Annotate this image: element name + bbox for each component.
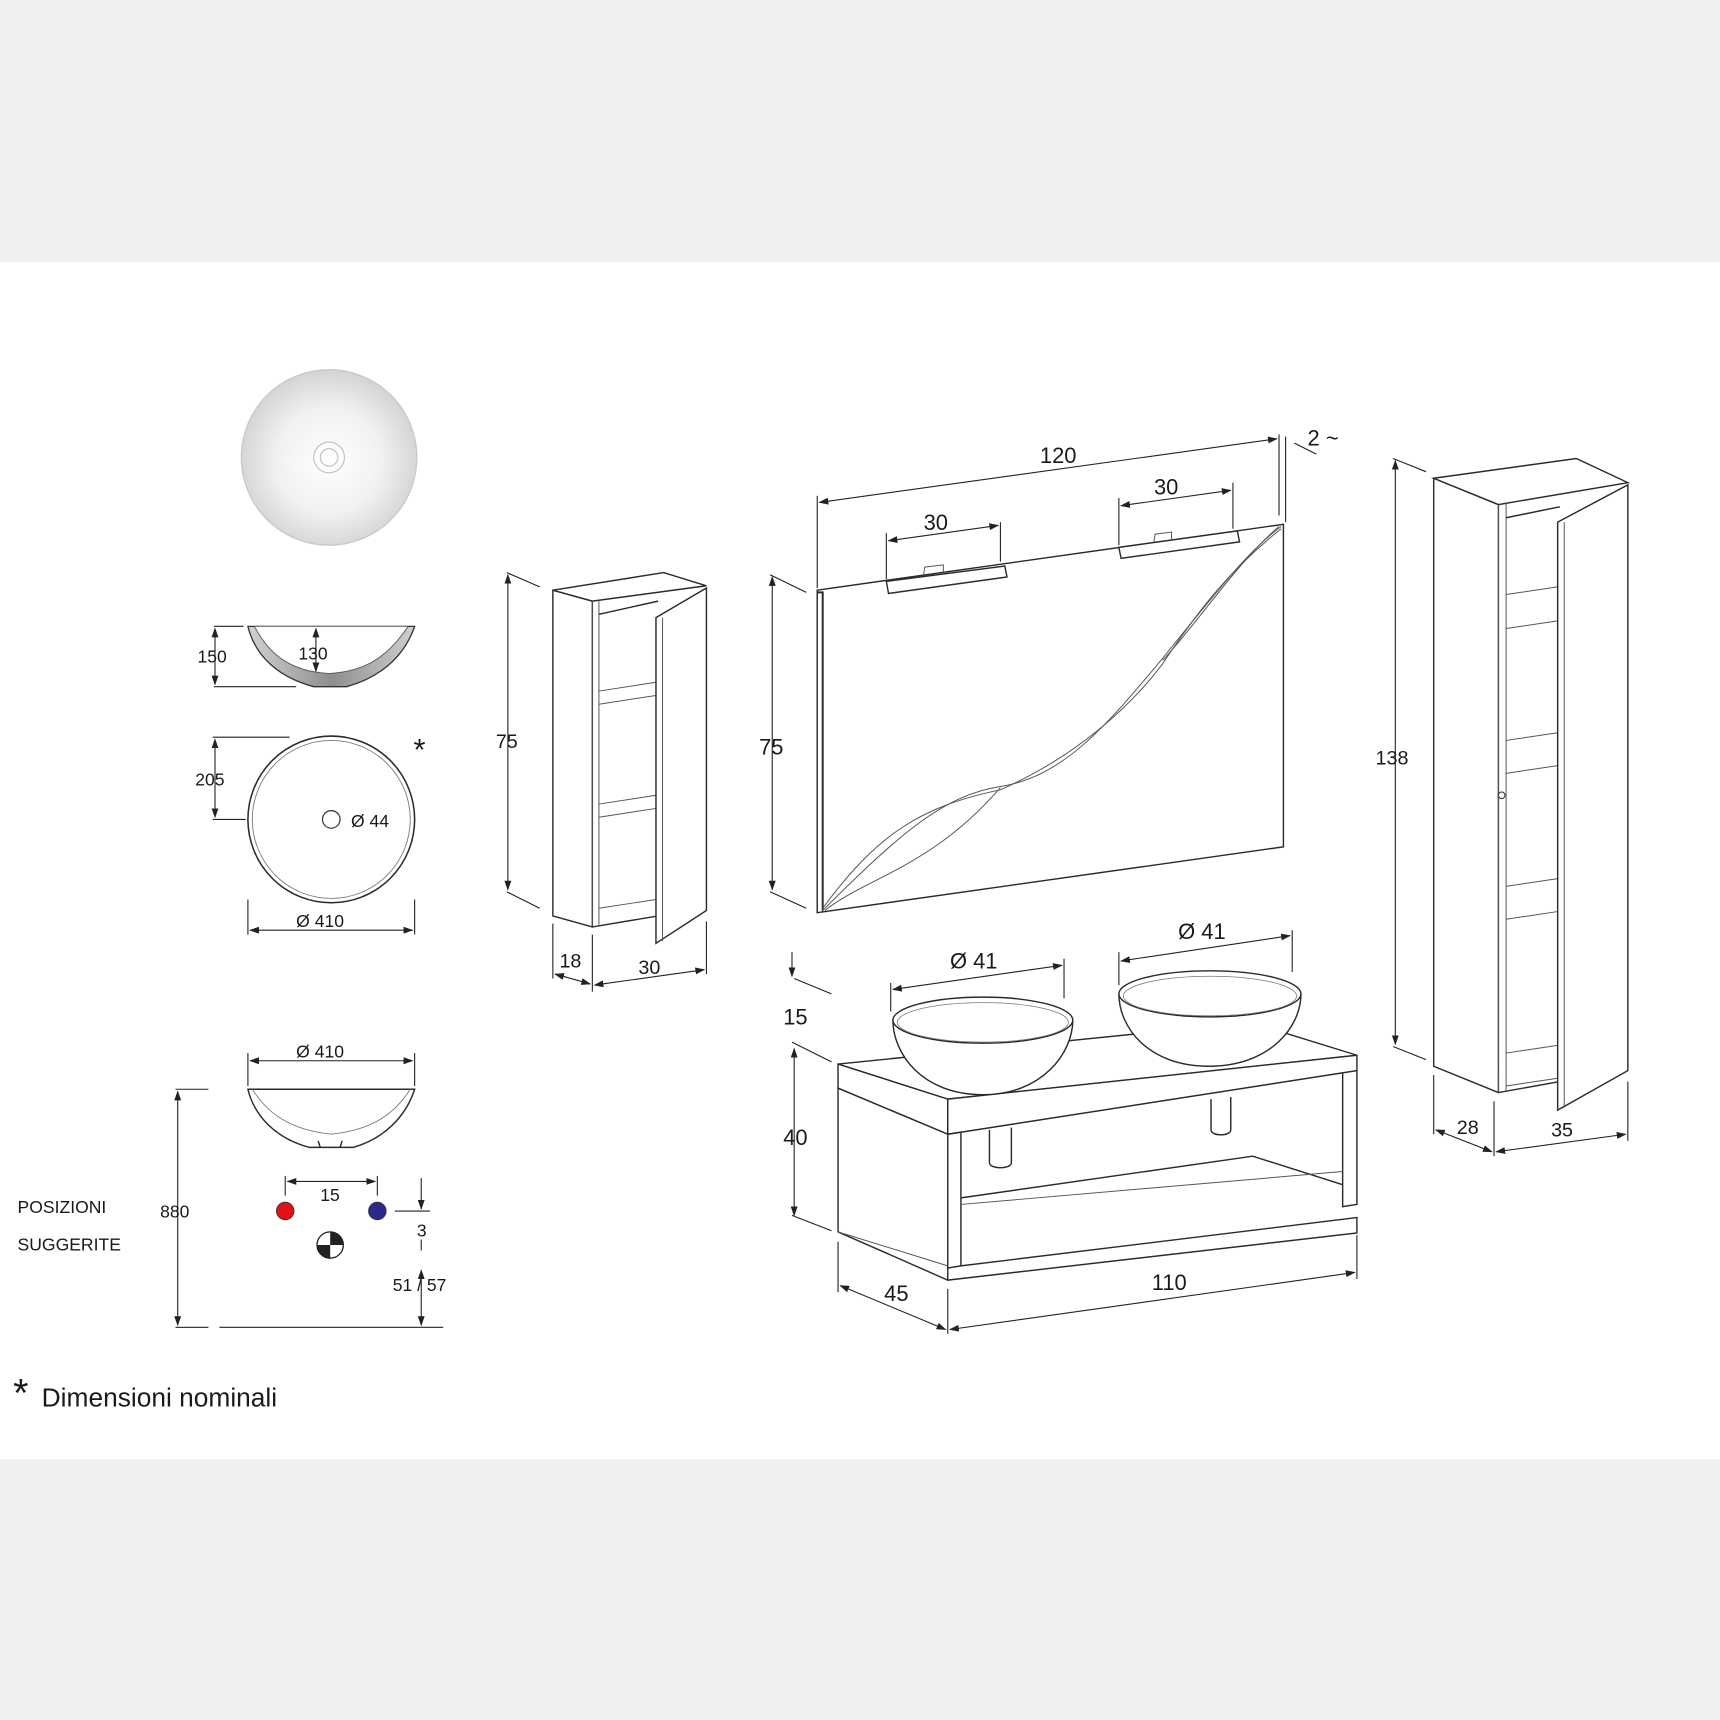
basin-top-view xyxy=(240,369,418,546)
tap-spacing-label: 15 xyxy=(320,1185,340,1205)
footnote-asterisk: * xyxy=(13,1371,28,1415)
lamp-right-icon xyxy=(1118,530,1241,560)
wall-cabinet-drawing xyxy=(504,571,708,992)
install-diameter-label: Ø 410 xyxy=(296,1041,344,1061)
floor-height-label: 880 xyxy=(160,1202,190,1222)
tall-cabinet-drawing xyxy=(1391,457,1631,1157)
tap-offset-label: 3 xyxy=(417,1220,427,1240)
waste-height-label: 51 / 57 xyxy=(393,1275,447,1295)
waste-outlet-symbol xyxy=(316,1231,344,1259)
vanity-drawing xyxy=(788,930,1358,1334)
posizioni-label: POSIZIONI xyxy=(18,1197,107,1217)
vanity-basin-left-label: Ø 41 xyxy=(950,949,998,974)
suggerite-label: SUGGERITE xyxy=(18,1235,121,1255)
basin-diameter-label: Ø 410 xyxy=(296,911,344,931)
wall-cabinet-width-label: 30 xyxy=(638,957,660,979)
vanity-top-thickness-label: 15 xyxy=(783,1005,807,1030)
basin-section-view xyxy=(211,625,416,688)
basin-depth-label: 130 xyxy=(298,643,328,663)
nominal-asterisk: * xyxy=(414,732,426,767)
vanity-basin-right-label: Ø 41 xyxy=(1178,919,1226,944)
basin-plan-view xyxy=(211,735,416,935)
mirror-thickness-label: 2 ~ xyxy=(1308,425,1339,450)
vanity-height-label: 40 xyxy=(783,1125,807,1150)
footnote-text: Dimensioni nominali xyxy=(42,1382,277,1412)
basin-height-label: 150 xyxy=(197,647,227,667)
drain-offset-label: 205 xyxy=(195,769,225,789)
mirror-height-label: 75 xyxy=(759,735,783,760)
drain-hole-icon xyxy=(321,810,341,829)
wall-cabinet-height-label: 75 xyxy=(496,731,518,753)
vanity-basin-right xyxy=(1118,970,1302,1067)
tall-cabinet-width-label: 35 xyxy=(1551,1119,1573,1141)
lamp-left-label: 30 xyxy=(924,510,948,535)
vanity-basin-left xyxy=(892,996,1074,1096)
vanity-depth-label: 45 xyxy=(884,1281,908,1306)
mirror-drawing xyxy=(768,434,1317,914)
hot-water-dot xyxy=(275,1201,295,1221)
drain-diameter-label: Ø 44 xyxy=(351,811,389,831)
tall-cabinet-height-label: 138 xyxy=(1376,748,1409,770)
installation-diagram xyxy=(174,1053,444,1328)
cold-water-dot xyxy=(368,1201,387,1221)
vanity-width-label: 110 xyxy=(1152,1270,1187,1295)
lamp-left-icon xyxy=(885,564,1008,595)
tall-cabinet-depth-label: 28 xyxy=(1457,1117,1479,1139)
lamp-right-label: 30 xyxy=(1154,475,1178,500)
mirror-width-label: 120 xyxy=(1040,443,1077,468)
wall-cabinet-depth-label: 18 xyxy=(559,951,581,973)
